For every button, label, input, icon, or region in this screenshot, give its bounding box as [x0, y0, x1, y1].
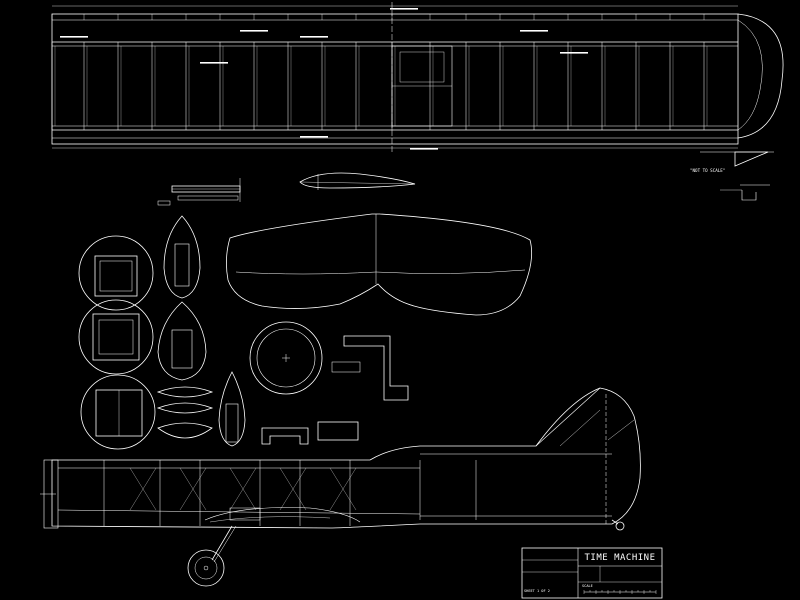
stabilizer-outline	[226, 213, 533, 316]
former-lens-1	[156, 386, 214, 398]
stabilizer-plan	[226, 213, 533, 316]
l-bracket	[343, 335, 409, 401]
not-to-scale-callout: "NOT TO SCALE"	[690, 168, 725, 173]
title-block-frame	[521, 547, 663, 599]
fuselage-outline	[51, 387, 641, 529]
main-wheel	[187, 549, 225, 587]
wing-tip	[737, 13, 784, 139]
wing-panel	[51, 2, 784, 152]
former-lens-2	[156, 402, 214, 414]
fuselage-side-view	[40, 387, 641, 587]
scale-bar	[583, 590, 657, 594]
wing-annotations	[60, 8, 588, 150]
right-details	[700, 151, 774, 201]
former-f2	[78, 299, 154, 375]
dihedral-gauge	[734, 151, 769, 167]
scale-label: SCALE	[582, 584, 593, 588]
small-parts	[261, 335, 409, 445]
fuselage-stations	[103, 460, 477, 526]
former-fin-1	[163, 215, 201, 299]
former-f3	[80, 374, 156, 450]
cowl-ring	[249, 321, 323, 395]
landing-gear-leg	[211, 525, 233, 561]
hatch-block	[261, 427, 309, 445]
wing-ribs	[51, 14, 708, 130]
title-block: TIME MACHINE SCALE SHEET 1 OF 2	[521, 547, 663, 599]
former-f1	[78, 235, 154, 311]
former-tail	[218, 371, 246, 447]
spar-strip-details	[157, 172, 416, 206]
former-lens-3	[157, 422, 213, 439]
motor-mount-block	[317, 421, 359, 441]
formers-group	[78, 215, 246, 450]
drawing-title: TIME MACHINE	[584, 553, 655, 563]
former-fin-2	[157, 301, 207, 381]
airfoil-section	[299, 172, 416, 189]
sheet-label: SHEET 1 OF 2	[524, 589, 550, 593]
tail-wheel	[615, 521, 625, 531]
